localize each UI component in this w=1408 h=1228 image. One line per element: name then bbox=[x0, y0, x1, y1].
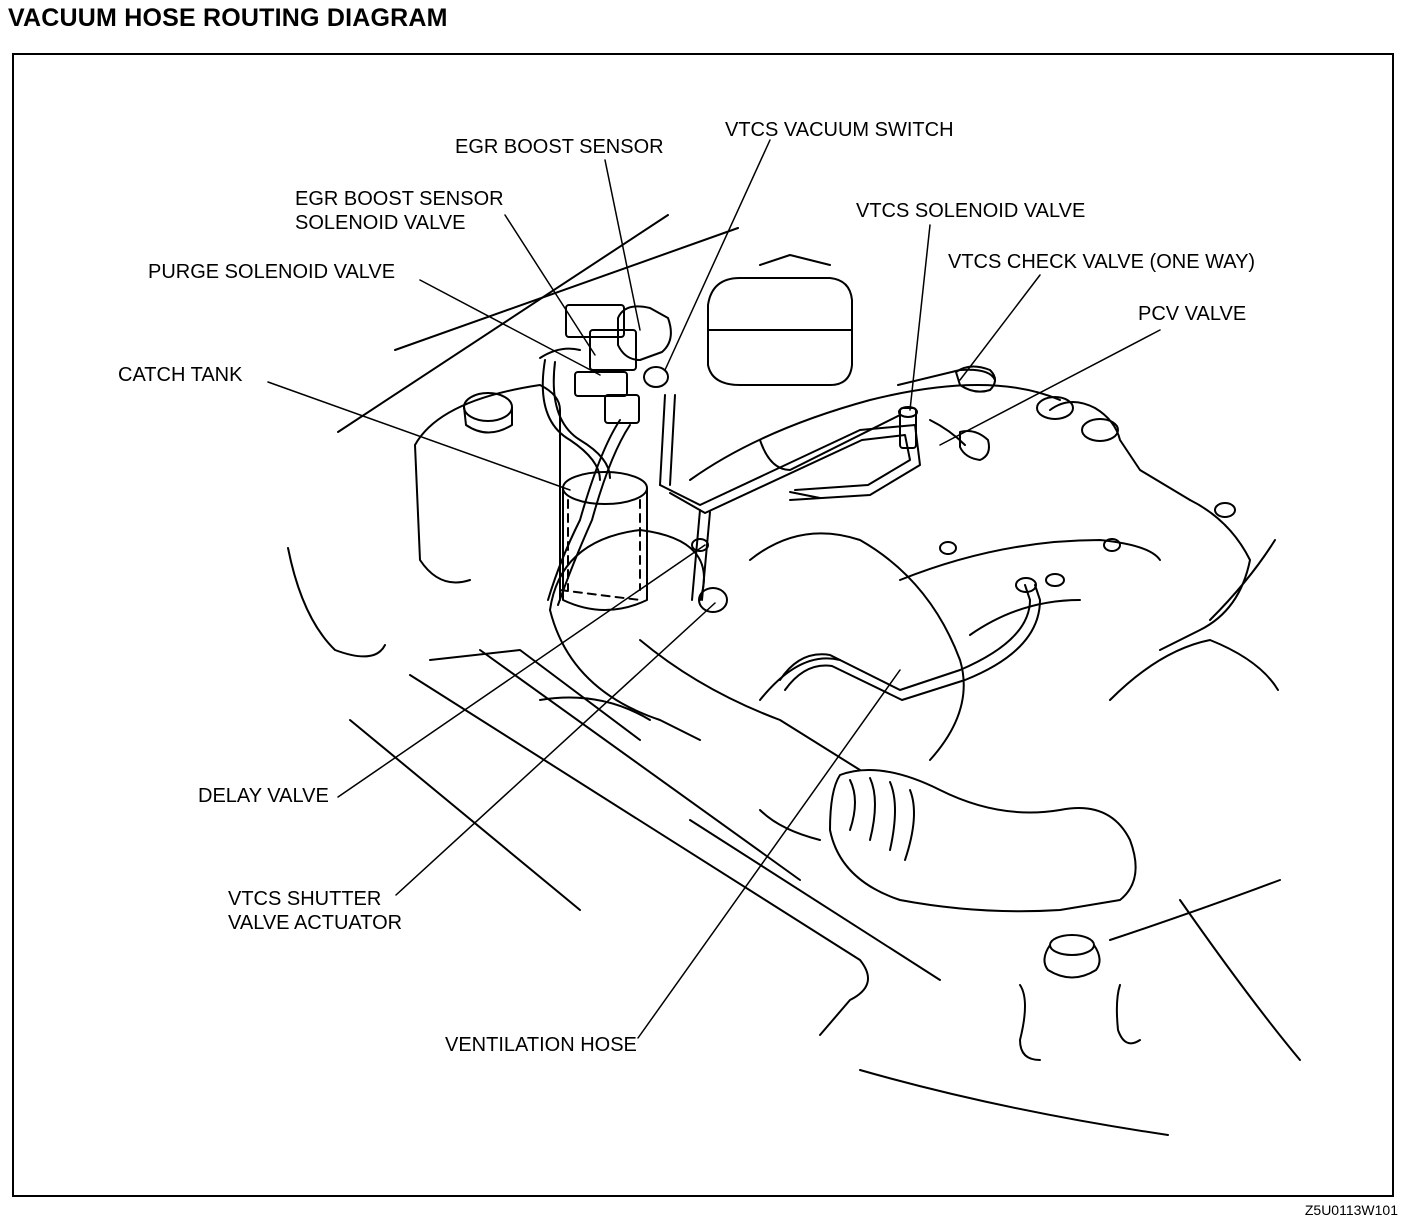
left-component bbox=[414, 384, 651, 741]
label-egr-boost-sensor-solenoid-valve-line2: SOLENOID VALVE bbox=[295, 212, 466, 234]
solenoid-cluster bbox=[539, 304, 672, 424]
small-valves bbox=[691, 365, 996, 613]
vacuum-hoses bbox=[541, 359, 1041, 701]
label-vtcs-vacuum-switch: VTCS VACUUM SWITCH bbox=[725, 119, 954, 141]
label-vtcs-check-valve: VTCS CHECK VALVE (ONE WAY) bbox=[948, 251, 1256, 273]
label-vtcs-shutter-valve-actuator-line2: VALVE ACTUATOR bbox=[228, 912, 403, 934]
label-egr-boost-sensor-solenoid-valve-line1: EGR BOOST SENSOR bbox=[295, 188, 504, 210]
valve-cover bbox=[689, 384, 1251, 651]
drawing-code: Z5U0113W101 bbox=[1304, 1202, 1398, 1218]
intake-duct bbox=[639, 532, 1137, 913]
right-reservoir bbox=[1019, 934, 1141, 1061]
page-title: VACUUM HOSE ROUTING DIAGRAM bbox=[8, 4, 448, 32]
diagram-frame bbox=[12, 53, 1394, 1197]
label-vtcs-solenoid-valve: VTCS SOLENOID VALVE bbox=[856, 200, 1086, 222]
body-outline bbox=[287, 214, 1301, 1136]
shutter-housing bbox=[549, 529, 705, 741]
label-delay-valve: DELAY VALVE bbox=[198, 785, 329, 807]
label-purge-solenoid-valve: PURGE SOLENOID VALVE bbox=[148, 261, 396, 283]
label-ventilation-hose: VENTILATION HOSE bbox=[445, 1034, 637, 1056]
air-cleaner bbox=[707, 254, 853, 386]
label-vtcs-shutter-valve-actuator-line1: VTCS SHUTTER bbox=[228, 888, 382, 910]
leader-lines bbox=[267, 139, 1161, 1039]
label-egr-boost-sensor: EGR BOOST SENSOR bbox=[455, 136, 664, 158]
label-pcv-valve: PCV VALVE bbox=[1138, 303, 1247, 325]
catch-tank-shape bbox=[562, 471, 648, 611]
label-catch-tank: CATCH TANK bbox=[118, 364, 243, 386]
